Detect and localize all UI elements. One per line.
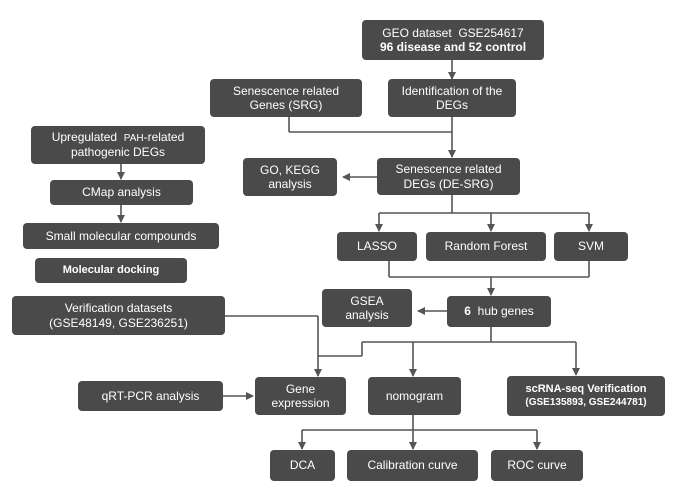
nomogram-node: nomogram bbox=[368, 377, 461, 415]
go-kegg-node: GO, KEGG analysis bbox=[243, 158, 337, 196]
degs-line-2: DEGs bbox=[435, 98, 468, 112]
de-srg-node: Senescence related DEGs (DE-SRG) bbox=[377, 158, 520, 195]
svm-label: SVM bbox=[577, 239, 604, 254]
srg-line-2: Genes (SRG) bbox=[249, 98, 323, 112]
scrna-line-2: (GSE135893, GSE244781) bbox=[525, 396, 647, 408]
svm-node: SVM bbox=[554, 232, 628, 261]
go-kegg-line-1: GO, KEGG bbox=[259, 162, 320, 177]
geo-line-1: GEO dataset GSE254617 bbox=[382, 26, 523, 40]
hub-genes-node: 6 hub genes bbox=[447, 296, 551, 327]
dca-node: DCA bbox=[270, 450, 335, 481]
roc-curve-node: ROC curve bbox=[491, 450, 583, 481]
qrt-pcr-label: qRT-PCR analysis bbox=[101, 388, 200, 403]
upreg-related: -related bbox=[143, 130, 185, 145]
gene-expression-node: Gene expression bbox=[255, 377, 346, 415]
gsea-node: GSEA analysis bbox=[322, 289, 412, 327]
upreg-pah: PAH bbox=[123, 133, 144, 145]
gene-expr-line-1: Gene bbox=[285, 381, 316, 396]
roc-label: ROC curve bbox=[507, 458, 567, 473]
verif-line-1: Verification datasets bbox=[64, 301, 173, 316]
geo-accession: GSE254617 bbox=[458, 25, 524, 40]
de-srg-line-2: DEGs (DE-SRG) bbox=[403, 176, 494, 191]
srg-node: Senescence related Genes (SRG) bbox=[210, 79, 362, 117]
small-molecular-node: Small molecular compounds bbox=[23, 223, 219, 249]
cmap-label: CMap analysis bbox=[82, 185, 161, 200]
de-srg-line-1: Senescence related bbox=[395, 162, 502, 177]
qrt-pcr-node: qRT-PCR analysis bbox=[78, 381, 223, 411]
upregulated-degs-node: Upregulated PAH-related pathogenic DEGs bbox=[31, 126, 205, 164]
geo-line-2: 96 disease and 52 control bbox=[379, 40, 527, 54]
geo-dataset-node: GEO dataset GSE254617 96 disease and 52 … bbox=[362, 20, 544, 60]
verif-line-2: (GSE48149, GSE236251) bbox=[49, 315, 188, 330]
go-kegg-line-2: analysis bbox=[268, 177, 312, 191]
calibration-label: Calibration curve bbox=[367, 458, 458, 473]
scrna-verification-node: scRNA-seq Verification (GSE135893, GSE24… bbox=[507, 376, 665, 416]
gsea-line-2: analysis bbox=[345, 308, 389, 322]
upreg-line-1: Upregulated PAH-related bbox=[52, 130, 185, 145]
hub-label: hub genes bbox=[477, 304, 534, 319]
upreg-word: Upregulated bbox=[51, 130, 118, 145]
dca-label: DCA bbox=[289, 458, 316, 473]
random-forest-node: Random Forest bbox=[426, 232, 546, 261]
degs-line-1: Identification of the bbox=[401, 83, 503, 98]
cmap-node: CMap analysis bbox=[50, 180, 193, 205]
scrna-line-1: scRNA-seq Verification bbox=[525, 383, 647, 396]
molecular-docking-node: Molecular docking bbox=[35, 258, 187, 283]
nomogram-label: nomogram bbox=[385, 388, 444, 403]
small-molecular-label: Small molecular compounds bbox=[45, 228, 197, 243]
lasso-label: LASSO bbox=[356, 239, 398, 254]
calibration-curve-node: Calibration curve bbox=[347, 450, 478, 481]
hub-count: 6 bbox=[464, 304, 471, 319]
lasso-node: LASSO bbox=[337, 232, 417, 261]
degs-node: Identification of the DEGs bbox=[388, 79, 516, 117]
random-forest-label: Random Forest bbox=[444, 239, 528, 254]
srg-line-1: Senescence related bbox=[232, 83, 340, 98]
gene-expr-line-2: expression bbox=[271, 396, 330, 410]
geo-title: GEO dataset bbox=[382, 25, 452, 40]
gsea-line-1: GSEA bbox=[350, 293, 384, 308]
upreg-line-2: pathogenic DEGs bbox=[70, 145, 166, 160]
molecular-docking-label: Molecular docking bbox=[62, 263, 160, 276]
verification-datasets-node: Verification datasets (GSE48149, GSE2362… bbox=[12, 296, 225, 335]
